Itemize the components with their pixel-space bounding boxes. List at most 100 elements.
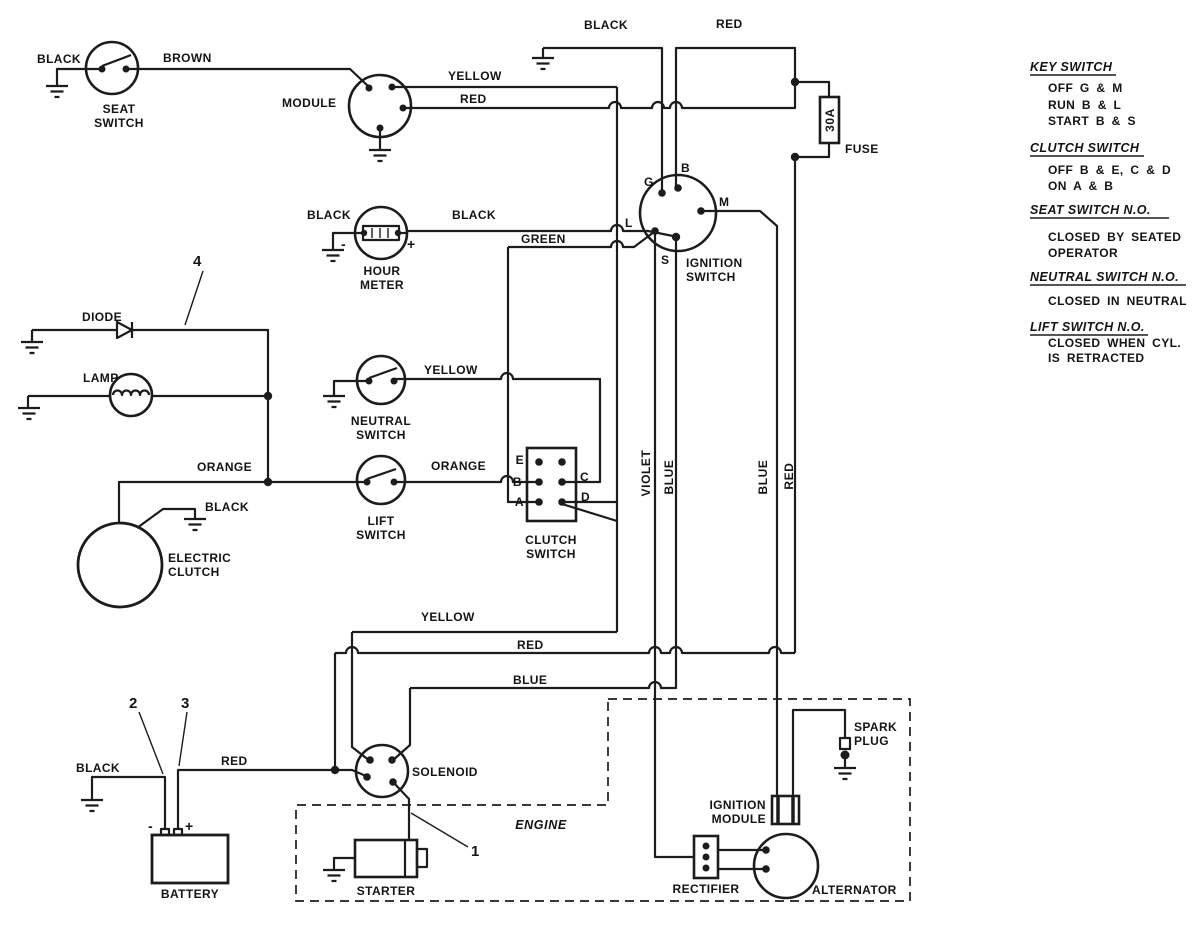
lamp-label: LAMP (83, 371, 119, 385)
lift-switch: ORANGE ORANGE LIFT SWITCH (117, 454, 536, 542)
legend-header-neutral-switch: NEUTRAL SWITCH N.O. (1030, 270, 1179, 284)
diode-lamp-branch: DIODE 4 LAMP (26, 253, 273, 487)
wire-label-black-hm-left: BLACK (307, 208, 351, 222)
clutch-switch-label: SWITCH (526, 547, 576, 561)
callout-3: 3 (181, 695, 189, 712)
hour-meter-label: HOUR (364, 264, 401, 278)
green-wire: GREEN (506, 231, 655, 504)
hour-meter-label: METER (360, 278, 404, 292)
clutch-switch-label: CLUTCH (525, 533, 577, 547)
wire-label-orange-left: ORANGE (197, 460, 252, 474)
ignition-module-label: MODULE (712, 812, 766, 826)
terminal-a-label: A (515, 495, 524, 509)
legend-line: OPERATOR (1048, 246, 1118, 260)
legend-header-seat-switch: SEAT SWITCH N.O. (1030, 203, 1151, 217)
solenoid-label: SOLENOID (412, 765, 478, 779)
neutral-switch-label: NEUTRAL (351, 414, 411, 428)
trunk-wires: VIOLET BLUE BLUE RED (639, 449, 796, 496)
rectifier-alternator: RECTIFIER ALTERNATOR (673, 832, 897, 900)
terminal-c-label: C (580, 470, 589, 484)
terminal-g-label: G (644, 175, 653, 189)
terminal-d-label: D (581, 490, 590, 504)
callout-4: 4 (193, 253, 202, 270)
solenoid: SOLENOID 1 (350, 632, 479, 860)
fuse-label: FUSE (845, 142, 879, 156)
seat-switch-label: SWITCH (94, 116, 144, 130)
legend-line: OFF G & M (1048, 81, 1123, 95)
battery-label: BATTERY (161, 887, 219, 901)
ignition-switch-label: SWITCH (686, 270, 736, 284)
legend-header-lift-switch: LIFT SWITCH N.O. (1030, 320, 1145, 334)
wire-label-blue-m: BLUE (756, 459, 770, 494)
wire-label-brown: BROWN (163, 51, 212, 65)
wire-label-black-hm-right: BLACK (452, 208, 496, 222)
legend-header-clutch-switch: CLUTCH SWITCH (1030, 141, 1140, 155)
wire-label-red-module: RED (460, 92, 487, 106)
hour-meter-plus: + (407, 236, 415, 252)
battery-minus: - (148, 818, 153, 834)
legend-line: CLOSED IN NEUTRAL (1048, 294, 1187, 308)
wire-label-violet: VIOLET (639, 449, 653, 496)
wire-label-yellow-module: YELLOW (448, 69, 502, 83)
legend-line: CLOSED BY SEATED (1048, 230, 1181, 244)
terminal-b2-label: B (513, 475, 522, 489)
wire-label-black-clutch: BLACK (205, 500, 249, 514)
terminal-s-label: S (661, 253, 669, 267)
battery-plus: + (185, 818, 193, 834)
wire-label-black-top: BLACK (584, 18, 628, 32)
wire-label-green: GREEN (521, 232, 566, 246)
fuse-circuit: BLACK RED 30A FUSE (541, 17, 879, 653)
neutral-switch: YELLOW NEUTRAL SWITCH (332, 354, 602, 484)
electric-clutch-label: CLUTCH (168, 565, 220, 579)
wire-label-yellow-bottom: YELLOW (421, 610, 475, 624)
callout-2: 2 (129, 695, 137, 712)
rectifier-label: RECTIFIER (673, 882, 740, 896)
terminal-e-label: E (516, 453, 524, 467)
wire-label-red-main: RED (782, 462, 796, 489)
seat-switch: BLACK BROWN SEAT SWITCH (37, 40, 370, 130)
neutral-switch-label: SWITCH (356, 428, 406, 442)
engine-boundary: ENGINE (295, 698, 911, 902)
seat-switch-label: SEAT (103, 102, 136, 116)
module: MODULE YELLOW RED (282, 69, 797, 150)
wire-label-red-battery: RED (221, 754, 248, 768)
wire-label-black-battery: BLACK (76, 761, 120, 775)
module-label: MODULE (282, 96, 336, 110)
legend-line: IS RETRACTED (1048, 351, 1144, 365)
wire-label-yellow-neutral: YELLOW (424, 363, 478, 377)
legend-header-key-switch: KEY SWITCH (1030, 60, 1113, 74)
engine-label: ENGINE (515, 818, 567, 832)
legend-line: START B & S (1048, 114, 1136, 128)
starter-label: STARTER (357, 884, 416, 898)
ignition-switch: G B M L S IGNITION SWITCH (625, 161, 779, 859)
legend-line: OFF B & E, C & D (1048, 163, 1171, 177)
clutch-switch: E B A C D CLUTCH SWITCH (513, 87, 619, 632)
legend: KEY SWITCH OFF G & M RUN B & L START B &… (1030, 60, 1187, 365)
legend-line: RUN B & L (1048, 98, 1121, 112)
wire-label-black-seat: BLACK (37, 52, 81, 66)
terminal-l-label: L (625, 216, 632, 230)
starter: STARTER (332, 838, 429, 898)
wire-label-red-top: RED (716, 17, 743, 31)
wire-label-blue-bottom: BLUE (513, 673, 547, 687)
wire-label-orange-right: ORANGE (431, 459, 486, 473)
spark-plug-label: SPARK (854, 720, 897, 734)
battery: - + BLACK RED BATTERY 2 3 (76, 653, 367, 901)
diode-label: DIODE (82, 310, 122, 324)
fuse-rating-label: 30A (823, 108, 837, 132)
lift-switch-label: SWITCH (356, 528, 406, 542)
legend-line: CLOSED WHEN CYL. (1048, 336, 1181, 350)
electric-clutch: BLACK ELECTRIC CLUTCH (76, 500, 249, 609)
bottom-harness: YELLOW RED BLUE (335, 239, 795, 690)
ignition-module-label: IGNITION (709, 798, 766, 812)
lift-switch-label: LIFT (368, 514, 395, 528)
terminal-m-label: M (719, 195, 729, 209)
alternator-label: ALTERNATOR (812, 883, 897, 897)
hour-meter-minus: - (341, 236, 346, 252)
ignition-switch-label: IGNITION (686, 256, 743, 270)
electric-clutch-label: ELECTRIC (168, 551, 231, 565)
ignition-module: IGNITION MODULE SPARK PLUG (709, 708, 897, 826)
spark-plug-label: PLUG (854, 734, 889, 748)
legend-line: ON A & B (1048, 179, 1113, 193)
